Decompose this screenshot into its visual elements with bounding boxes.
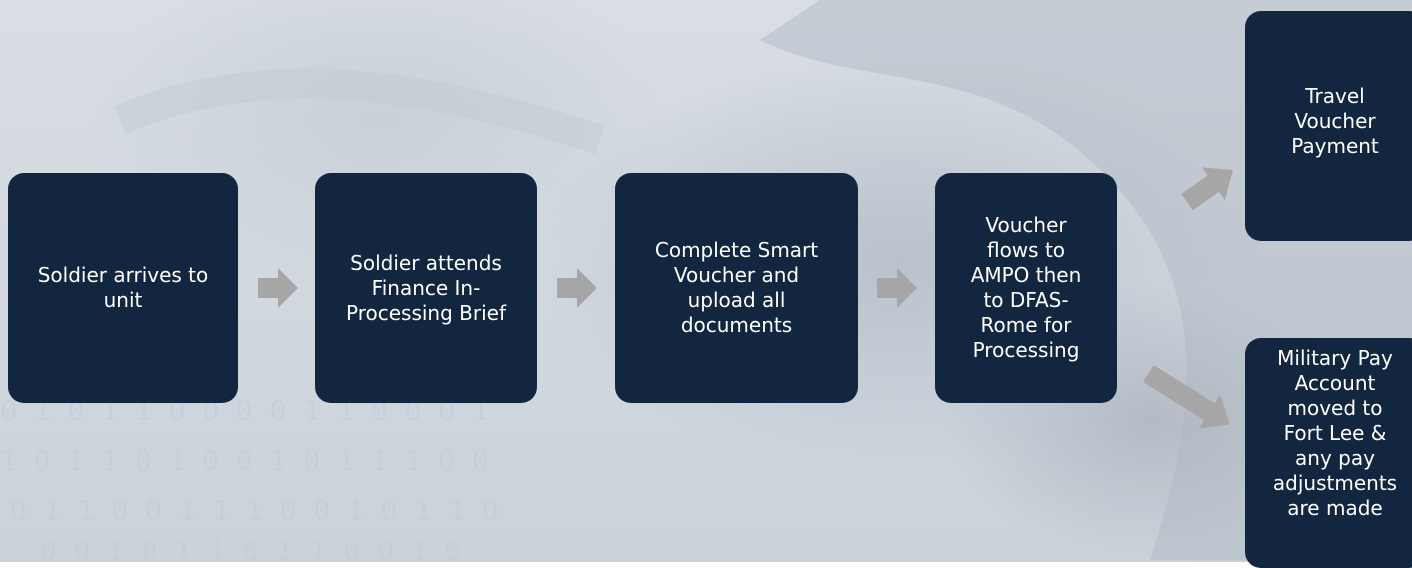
right-arrow-icon: [557, 268, 597, 308]
step-text-line: Voucher: [971, 213, 1082, 238]
step-box-finance-brief: Soldier attends Finance In- Processing B…: [315, 173, 537, 403]
step-box-soldier-arrives: Soldier arrives to unit: [8, 173, 238, 403]
outcome-box-military-pay: Military Pay Account moved to Fort Lee &…: [1245, 338, 1412, 568]
step-text-line: Finance In-: [346, 276, 506, 301]
outcome-text-line: Military Pay: [1252, 346, 1412, 371]
step-text-line: Voucher and: [655, 263, 818, 288]
outcome-box-travel-payment: Travel Voucher Payment: [1245, 11, 1412, 241]
right-arrow-icon: [258, 268, 298, 308]
right-arrow-icon: [877, 268, 917, 308]
step-box-smart-voucher: Complete Smart Voucher and upload all do…: [615, 173, 858, 403]
step-text-line: to DFAS-: [971, 288, 1082, 313]
step-text-line: Processing Brief: [346, 301, 506, 326]
outcome-text-line: Travel: [1252, 84, 1412, 109]
outcome-text-line: Fort Lee &: [1252, 421, 1412, 446]
svg-text:1 0 1 1 0 1 0 0 1 0 1 1 1 0 0: 1 0 1 1 0 1 0 0 1 0 1 1 1 0 0: [0, 444, 489, 477]
step-text-line: AMPO then: [971, 263, 1082, 288]
outcome-text-line: Payment: [1252, 134, 1412, 159]
svg-text:0 0 1 0 1 1 0 1 1 0 0 1 0: 0 0 1 0 1 1 0 1 1 0 0 1 0: [40, 534, 461, 562]
outcome-text-line: Voucher: [1252, 109, 1412, 134]
down-right-arrow-icon: [1136, 366, 1242, 432]
svg-text:0 1 1 0 0 1 1 1 0 0 1 0 1 1 0: 0 1 1 0 0 1 1 1 0 0 1 0 1 1 0: [10, 494, 499, 527]
up-right-arrow-icon: [1180, 158, 1240, 214]
step-text-line: Soldier attends: [346, 251, 506, 276]
step-text-line: unit: [38, 288, 209, 313]
step-text-line: Soldier arrives to: [38, 263, 209, 288]
outcome-text-line: adjustments: [1252, 471, 1412, 496]
outcome-text-line: moved to: [1252, 396, 1412, 421]
outcome-text-line: are made: [1252, 496, 1412, 521]
step-text-line: Complete Smart: [655, 238, 818, 263]
outcome-text-line: Account: [1252, 371, 1412, 396]
step-text-line: upload all: [655, 288, 818, 313]
step-box-voucher-flow: Voucher flows to AMPO then to DFAS- Rome…: [935, 173, 1117, 403]
step-text-line: Rome for: [971, 313, 1082, 338]
step-text-line: documents: [655, 313, 818, 338]
step-text-line: Processing: [971, 338, 1082, 363]
outcome-text-line: any pay: [1252, 446, 1412, 471]
step-text-line: flows to: [971, 238, 1082, 263]
